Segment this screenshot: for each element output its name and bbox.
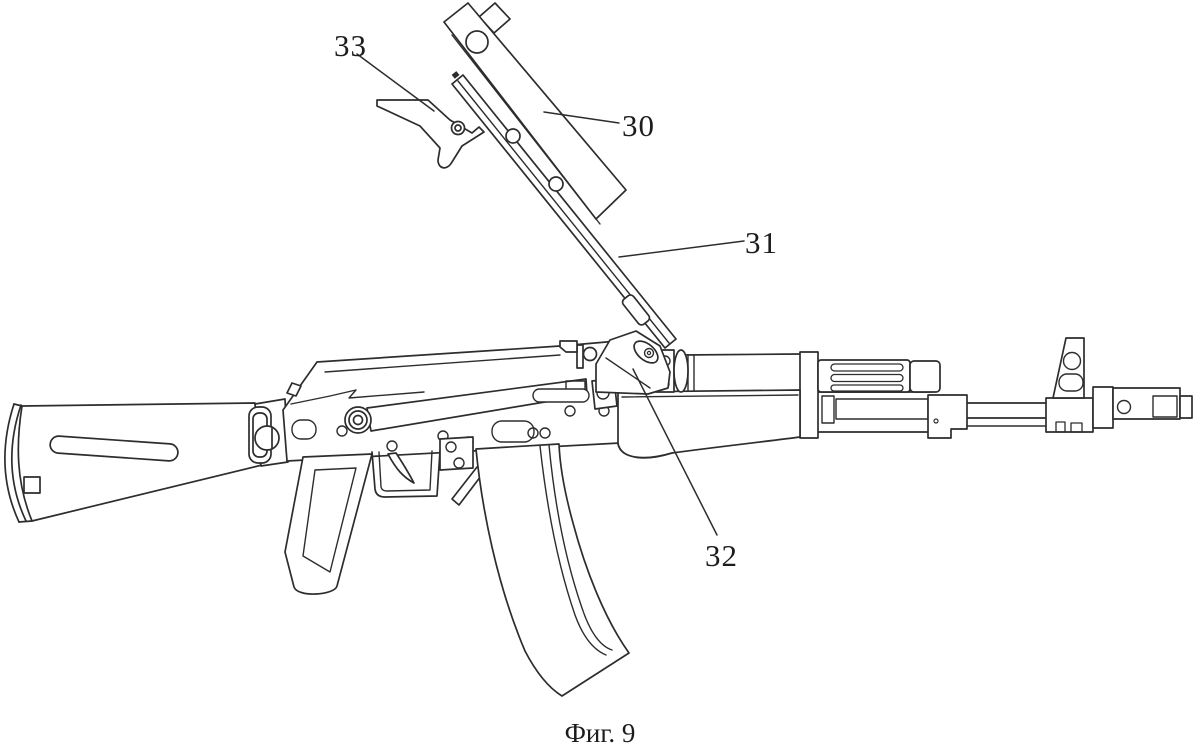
mag-release-housing [440,437,473,470]
handguard-cap [800,352,818,438]
leader-31 [619,241,744,257]
figure-caption: Фиг. 9 [564,718,636,746]
sight-rail [452,73,676,348]
gas-block [928,395,967,438]
rail-pad [621,293,651,326]
stock [5,399,288,522]
leader-30 [544,112,619,123]
leader-lines [357,54,744,535]
rear-sight-leaf [560,341,577,352]
ref-label-30: 30 [622,108,655,143]
ref-label-32: 32 [705,538,738,573]
trigger [388,453,414,483]
rear-sight-post [577,345,583,368]
rear-tang [287,383,301,396]
leader-32 [633,369,717,535]
gas-tube-ferrule [674,350,688,392]
handguard [618,390,800,458]
muzzle-brake [1093,387,1192,428]
top-cover [444,3,626,224]
barrel [967,403,1046,418]
front-sight [1046,338,1093,432]
gas-tube [681,354,800,392]
leader-33 [357,54,434,111]
magazine [476,444,629,696]
ref-label-31: 31 [745,225,778,260]
barrel-assembly [618,352,1046,458]
cover-latch [377,100,484,168]
ref-label-33: 33 [334,28,367,63]
trigger-guard [372,451,440,497]
hinge-block [560,331,688,394]
trigger-group [285,437,484,594]
stock-latch-knob [255,426,279,450]
pistol-grip [285,454,372,594]
